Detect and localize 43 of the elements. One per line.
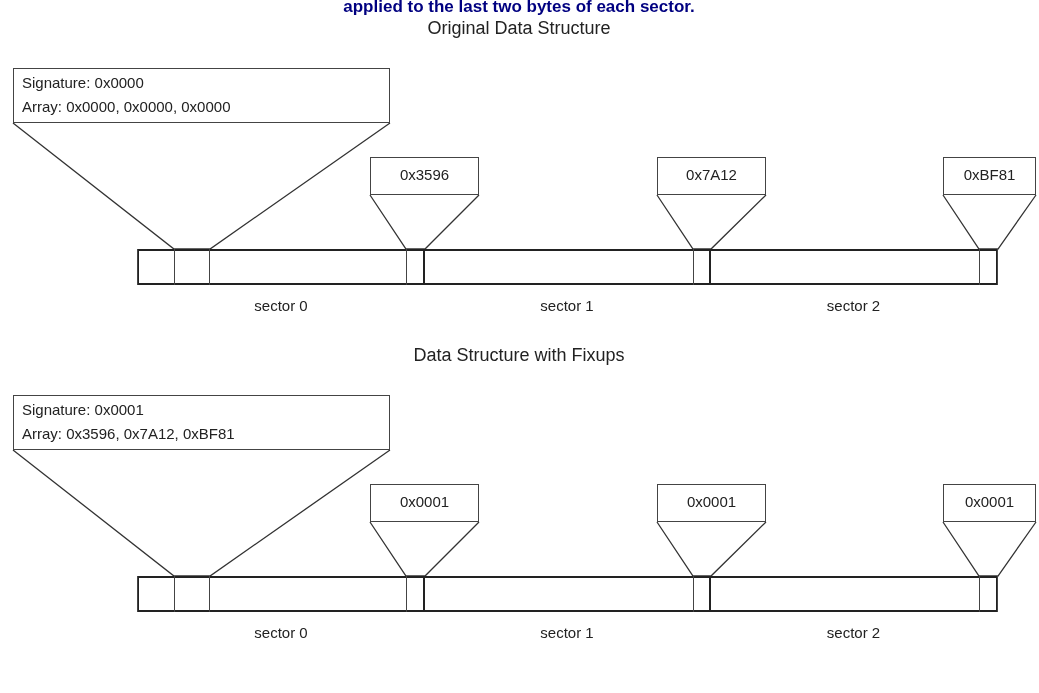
sector-label: sector 0 [254, 297, 308, 314]
sector-label: sector 2 [826, 624, 881, 641]
callout-funnel-lines [12, 449, 391, 577]
callout-text: 0x0001 [964, 492, 1015, 512]
callout-box [943, 157, 1036, 195]
sector-label: sector 1 [540, 624, 594, 641]
callout-box [943, 484, 1036, 522]
sector-bar [709, 576, 998, 612]
caption-text: applied to the last two bytes of each sector. [343, 0, 695, 17]
callout-funnel-lines [942, 521, 1037, 577]
sector-bar [423, 249, 711, 285]
sector-label: sector 1 [540, 297, 594, 314]
callout-text: 0x0001 [686, 492, 737, 512]
sector-bar [709, 249, 998, 285]
callout-box [657, 484, 766, 522]
byte-field [979, 249, 998, 285]
callout-funnel-lines [656, 194, 767, 250]
section-heading: Original Data Structure [427, 18, 611, 39]
sector-bar [137, 249, 425, 285]
sector-bar [137, 576, 425, 612]
callout-funnel-lines [369, 521, 480, 577]
callout-text: 0x3596 [399, 165, 450, 185]
sector-bar [423, 576, 711, 612]
callout-text: 0xBF81 [963, 165, 1016, 185]
callout-funnel-lines [656, 521, 767, 577]
callout-funnel-lines [369, 194, 480, 250]
section-heading: Data Structure with Fixups [413, 345, 625, 366]
callout-text: 0x0001 [399, 492, 450, 512]
callout-box [657, 157, 766, 195]
callout-box [13, 395, 390, 450]
sector-label: sector 0 [254, 624, 308, 641]
callout-box [13, 68, 390, 123]
callout-text: Array: 0x0000, 0x0000, 0x0000 [22, 97, 231, 117]
callout-text: Array: 0x3596, 0x7A12, 0xBF81 [22, 424, 235, 444]
callout-text: Signature: 0x0001 [22, 400, 144, 420]
callout-funnel-lines [12, 122, 391, 250]
callout-box [370, 157, 479, 195]
callout-text: Signature: 0x0000 [22, 73, 144, 93]
sector-label: sector 2 [826, 297, 881, 314]
callout-box [370, 484, 479, 522]
byte-field [979, 576, 998, 612]
callout-funnel-lines [942, 194, 1037, 250]
callout-text: 0x7A12 [686, 165, 737, 185]
